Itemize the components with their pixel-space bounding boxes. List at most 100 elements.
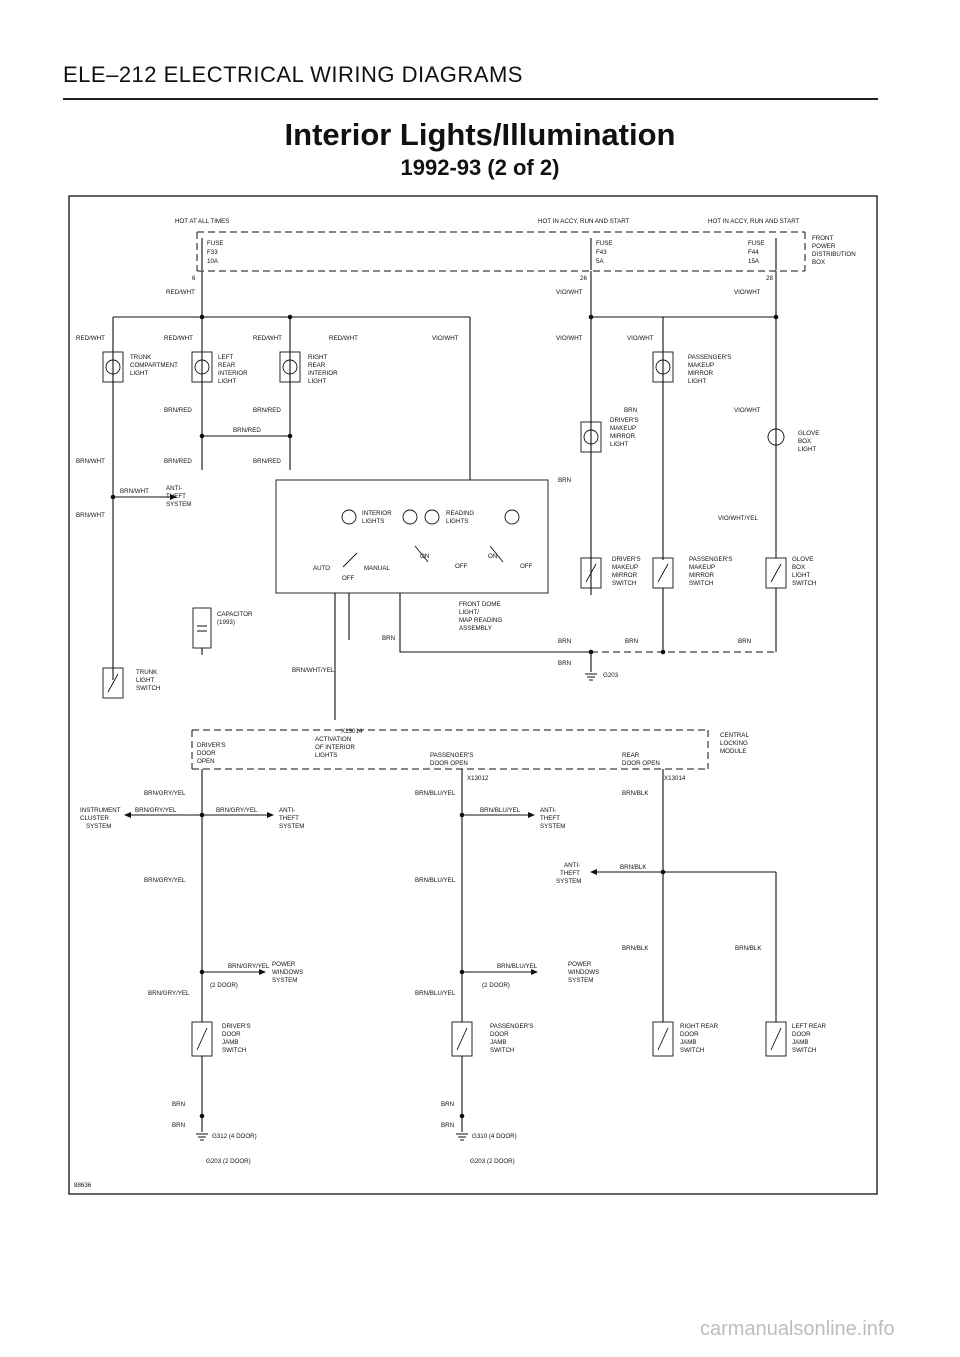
module-inputs: DRIVER'S DOOR OPEN ACTIVATION OF INTERIO…: [197, 736, 660, 767]
svg-text:BRN/BLU/YEL: BRN/BLU/YEL: [480, 807, 521, 814]
svg-text:OFF: OFF: [520, 563, 533, 570]
svg-text:SWITCH: SWITCH: [222, 1047, 246, 1054]
svg-text:WINDOWS: WINDOWS: [272, 969, 303, 976]
svg-text:LIGHT/: LIGHT/: [459, 609, 479, 616]
svg-text:BRN: BRN: [558, 638, 571, 645]
svg-text:15A: 15A: [748, 258, 760, 265]
svg-text:BRN/RED: BRN/RED: [233, 427, 261, 434]
central-locking-module-box: [191, 729, 709, 770]
svg-text:JAMB: JAMB: [222, 1039, 239, 1046]
svg-text:G203: G203: [603, 672, 619, 679]
drivers-makeup-mirror-switch: DRIVER'S MAKEUP MIRROR SWITCH: [580, 556, 641, 589]
svg-text:POWER: POWER: [568, 961, 592, 968]
connector-x13014-top: X13014: [341, 728, 363, 735]
svg-text:BRN/WHT: BRN/WHT: [120, 488, 149, 495]
svg-text:MAP READING: MAP READING: [459, 617, 502, 624]
svg-text:VIO/WHT: VIO/WHT: [627, 335, 654, 342]
svg-text:RED/WHT: RED/WHT: [329, 335, 358, 342]
svg-text:THEFT: THEFT: [166, 493, 186, 500]
svg-text:MIRROR: MIRROR: [688, 370, 714, 377]
svg-text:BRN: BRN: [441, 1122, 454, 1129]
svg-text:LIGHT: LIGHT: [798, 446, 816, 453]
connector-x13014-bottom: X13014: [664, 775, 686, 782]
svg-text:LEFT REAR: LEFT REAR: [792, 1023, 826, 1030]
svg-text:BRN/RED: BRN/RED: [253, 458, 281, 465]
ground-g312: G312 (4 DOOR) G203 (2 DOOR): [196, 1133, 257, 1165]
svg-text:POWER: POWER: [272, 961, 296, 968]
svg-text:SWITCH: SWITCH: [792, 580, 816, 587]
diagram-title: Interior Lights/Illumination: [284, 117, 676, 152]
svg-text:VIO/WHT: VIO/WHT: [432, 335, 459, 342]
feed-wires: [201, 271, 777, 595]
passengers-door-jamb-switch: PASSENGER'S DOOR JAMB SWITCH: [451, 1021, 533, 1057]
svg-text:PASSENGER'S: PASSENGER'S: [689, 556, 732, 563]
svg-text:DRIVER'S: DRIVER'S: [197, 742, 226, 749]
anti-theft-system-1: BRN/WHT ANTI- THEFT SYSTEM: [110, 485, 191, 508]
svg-text:BRN/BLU/YEL: BRN/BLU/YEL: [415, 990, 456, 997]
svg-text:BRN/WHT: BRN/WHT: [76, 512, 105, 519]
svg-text:MAKEUP: MAKEUP: [610, 425, 636, 432]
svg-text:OF INTERIOR: OF INTERIOR: [315, 744, 355, 751]
diagram-subtitle: 1992-93 (2 of 2): [400, 155, 560, 180]
wire-vio-wht-main: VIO/WHT: [556, 289, 583, 296]
svg-text:DOOR: DOOR: [197, 750, 216, 757]
svg-text:SWITCH: SWITCH: [612, 580, 636, 587]
svg-text:WINDOWS: WINDOWS: [568, 969, 599, 976]
svg-text:AUTO: AUTO: [313, 565, 330, 572]
svg-text:LIGHT: LIGHT: [792, 572, 810, 579]
pin-6: 6: [192, 275, 196, 282]
left-rear-interior-light: LEFT REAR INTERIOR LIGHT: [191, 351, 248, 385]
svg-text:SWITCH: SWITCH: [792, 1047, 816, 1054]
figure-id: 88636: [74, 1182, 92, 1189]
ground-g203: G203: [585, 672, 619, 681]
svg-text:(1993): (1993): [217, 619, 235, 626]
front-dome-label: FRONT DOME LIGHT/ MAP READING ASSEMBLY: [459, 601, 502, 632]
svg-text:BRN/BLU/YEL: BRN/BLU/YEL: [415, 877, 456, 884]
dome-switches: ON ON AUTO MANUAL OFF OFF OFF: [313, 545, 533, 582]
svg-text:RIGHT REAR: RIGHT REAR: [680, 1023, 719, 1030]
svg-text:MAKEUP: MAKEUP: [689, 564, 715, 571]
svg-text:LIGHT: LIGHT: [610, 441, 628, 448]
svg-text:LIGHT: LIGHT: [308, 378, 326, 385]
passengers-makeup-mirror-light: PASSENGER'S MAKEUP MIRROR LIGHT: [652, 351, 731, 385]
front-power-distribution-box-label: FRONT POWER DISTRIBUTION BOX: [812, 235, 856, 266]
svg-text:INSTRUMENT: INSTRUMENT: [80, 807, 121, 814]
svg-text:DRIVER'S: DRIVER'S: [612, 556, 641, 563]
svg-text:MIRROR: MIRROR: [610, 433, 636, 440]
svg-text:DRIVER'S: DRIVER'S: [610, 417, 639, 424]
reading-lights: READING LIGHTS: [424, 509, 520, 525]
hot-in-accy-2: HOT IN ACCY, RUN AND START: [708, 218, 800, 225]
svg-text:INTERIOR: INTERIOR: [308, 370, 338, 377]
svg-text:SYSTEM: SYSTEM: [166, 501, 191, 508]
svg-text:LEFT: LEFT: [218, 354, 233, 361]
pin-28: 28: [766, 275, 773, 282]
svg-text:F33: F33: [207, 249, 218, 256]
svg-text:OFF: OFF: [342, 575, 355, 582]
svg-text:SYSTEM: SYSTEM: [556, 878, 581, 885]
ground-g310: G310 (4 DOOR) G203 (2 DOOR): [456, 1133, 517, 1165]
svg-text:TRUNK: TRUNK: [136, 669, 158, 676]
svg-text:SYSTEM: SYSTEM: [272, 977, 297, 984]
svg-text:SWITCH: SWITCH: [136, 685, 160, 692]
svg-text:BRN: BRN: [172, 1122, 185, 1129]
wire-red-wht-main: RED/WHT: [166, 289, 195, 296]
svg-text:GLOVE: GLOVE: [792, 556, 813, 563]
svg-text:BRN: BRN: [172, 1101, 185, 1108]
svg-text:REAR: REAR: [308, 362, 326, 369]
svg-text:SWITCH: SWITCH: [689, 580, 713, 587]
hot-at-all-times: HOT AT ALL TIMES: [175, 218, 229, 225]
svg-text:ON: ON: [420, 553, 429, 560]
svg-text:BRN/GRY/YEL: BRN/GRY/YEL: [216, 807, 258, 814]
pin-26: 26: [580, 275, 587, 282]
svg-text:G310 (4 DOOR): G310 (4 DOOR): [472, 1133, 517, 1140]
svg-text:(2 DOOR): (2 DOOR): [482, 982, 510, 989]
svg-text:BRN/GRY/YEL: BRN/GRY/YEL: [144, 877, 186, 884]
svg-text:FRONT: FRONT: [812, 235, 834, 242]
svg-text:LIGHT: LIGHT: [136, 677, 154, 684]
svg-text:LIGHTS: LIGHTS: [446, 518, 468, 525]
svg-text:ANTI-: ANTI-: [564, 862, 580, 869]
svg-text:REAR: REAR: [622, 752, 640, 759]
svg-text:10A: 10A: [207, 258, 219, 265]
capacitor: CAPACITOR (1993): [192, 607, 253, 655]
